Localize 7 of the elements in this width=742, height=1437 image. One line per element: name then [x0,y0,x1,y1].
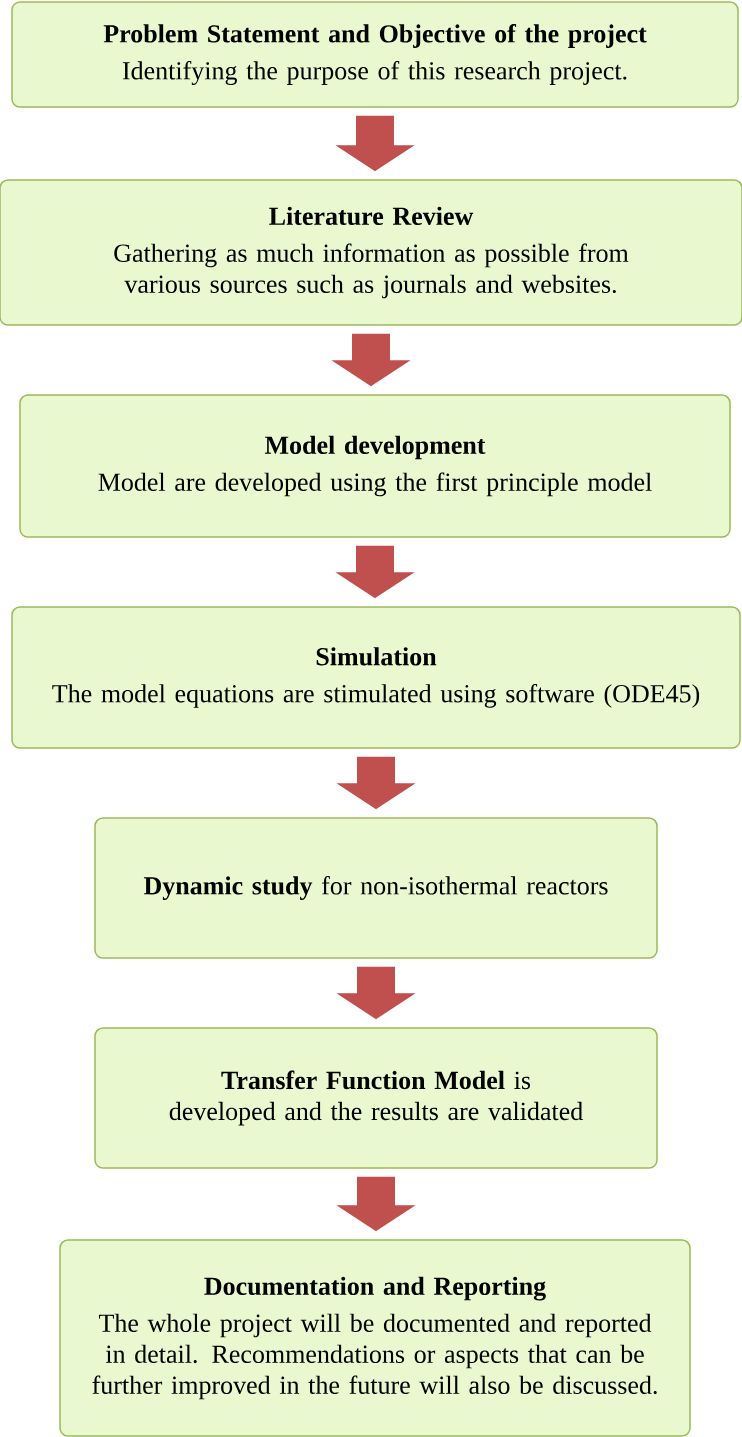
process-box: Transfer Function Model is developed and the results are validated [94,1027,658,1169]
process-box: Simulation The model equations are stimulated using software (ODE45) [11,606,741,749]
process-box: Documentation and Reporting The whole project will be documented and reported in detail. Recommendations or aspects that can be further improved in the future will also be discussed. [59,1239,691,1437]
process-box: Dynamic study for non-isothermal reactors [94,817,658,959]
process-box: Model development Model are developed using the first principle model [19,394,731,538]
process-box: Problem Statement and Objective of the project Identifying the purpose of this research project. [11,1,739,108]
process-box: Literature Review Gathering as much information as possible from various sources such as journals and websites. [0,179,742,326]
